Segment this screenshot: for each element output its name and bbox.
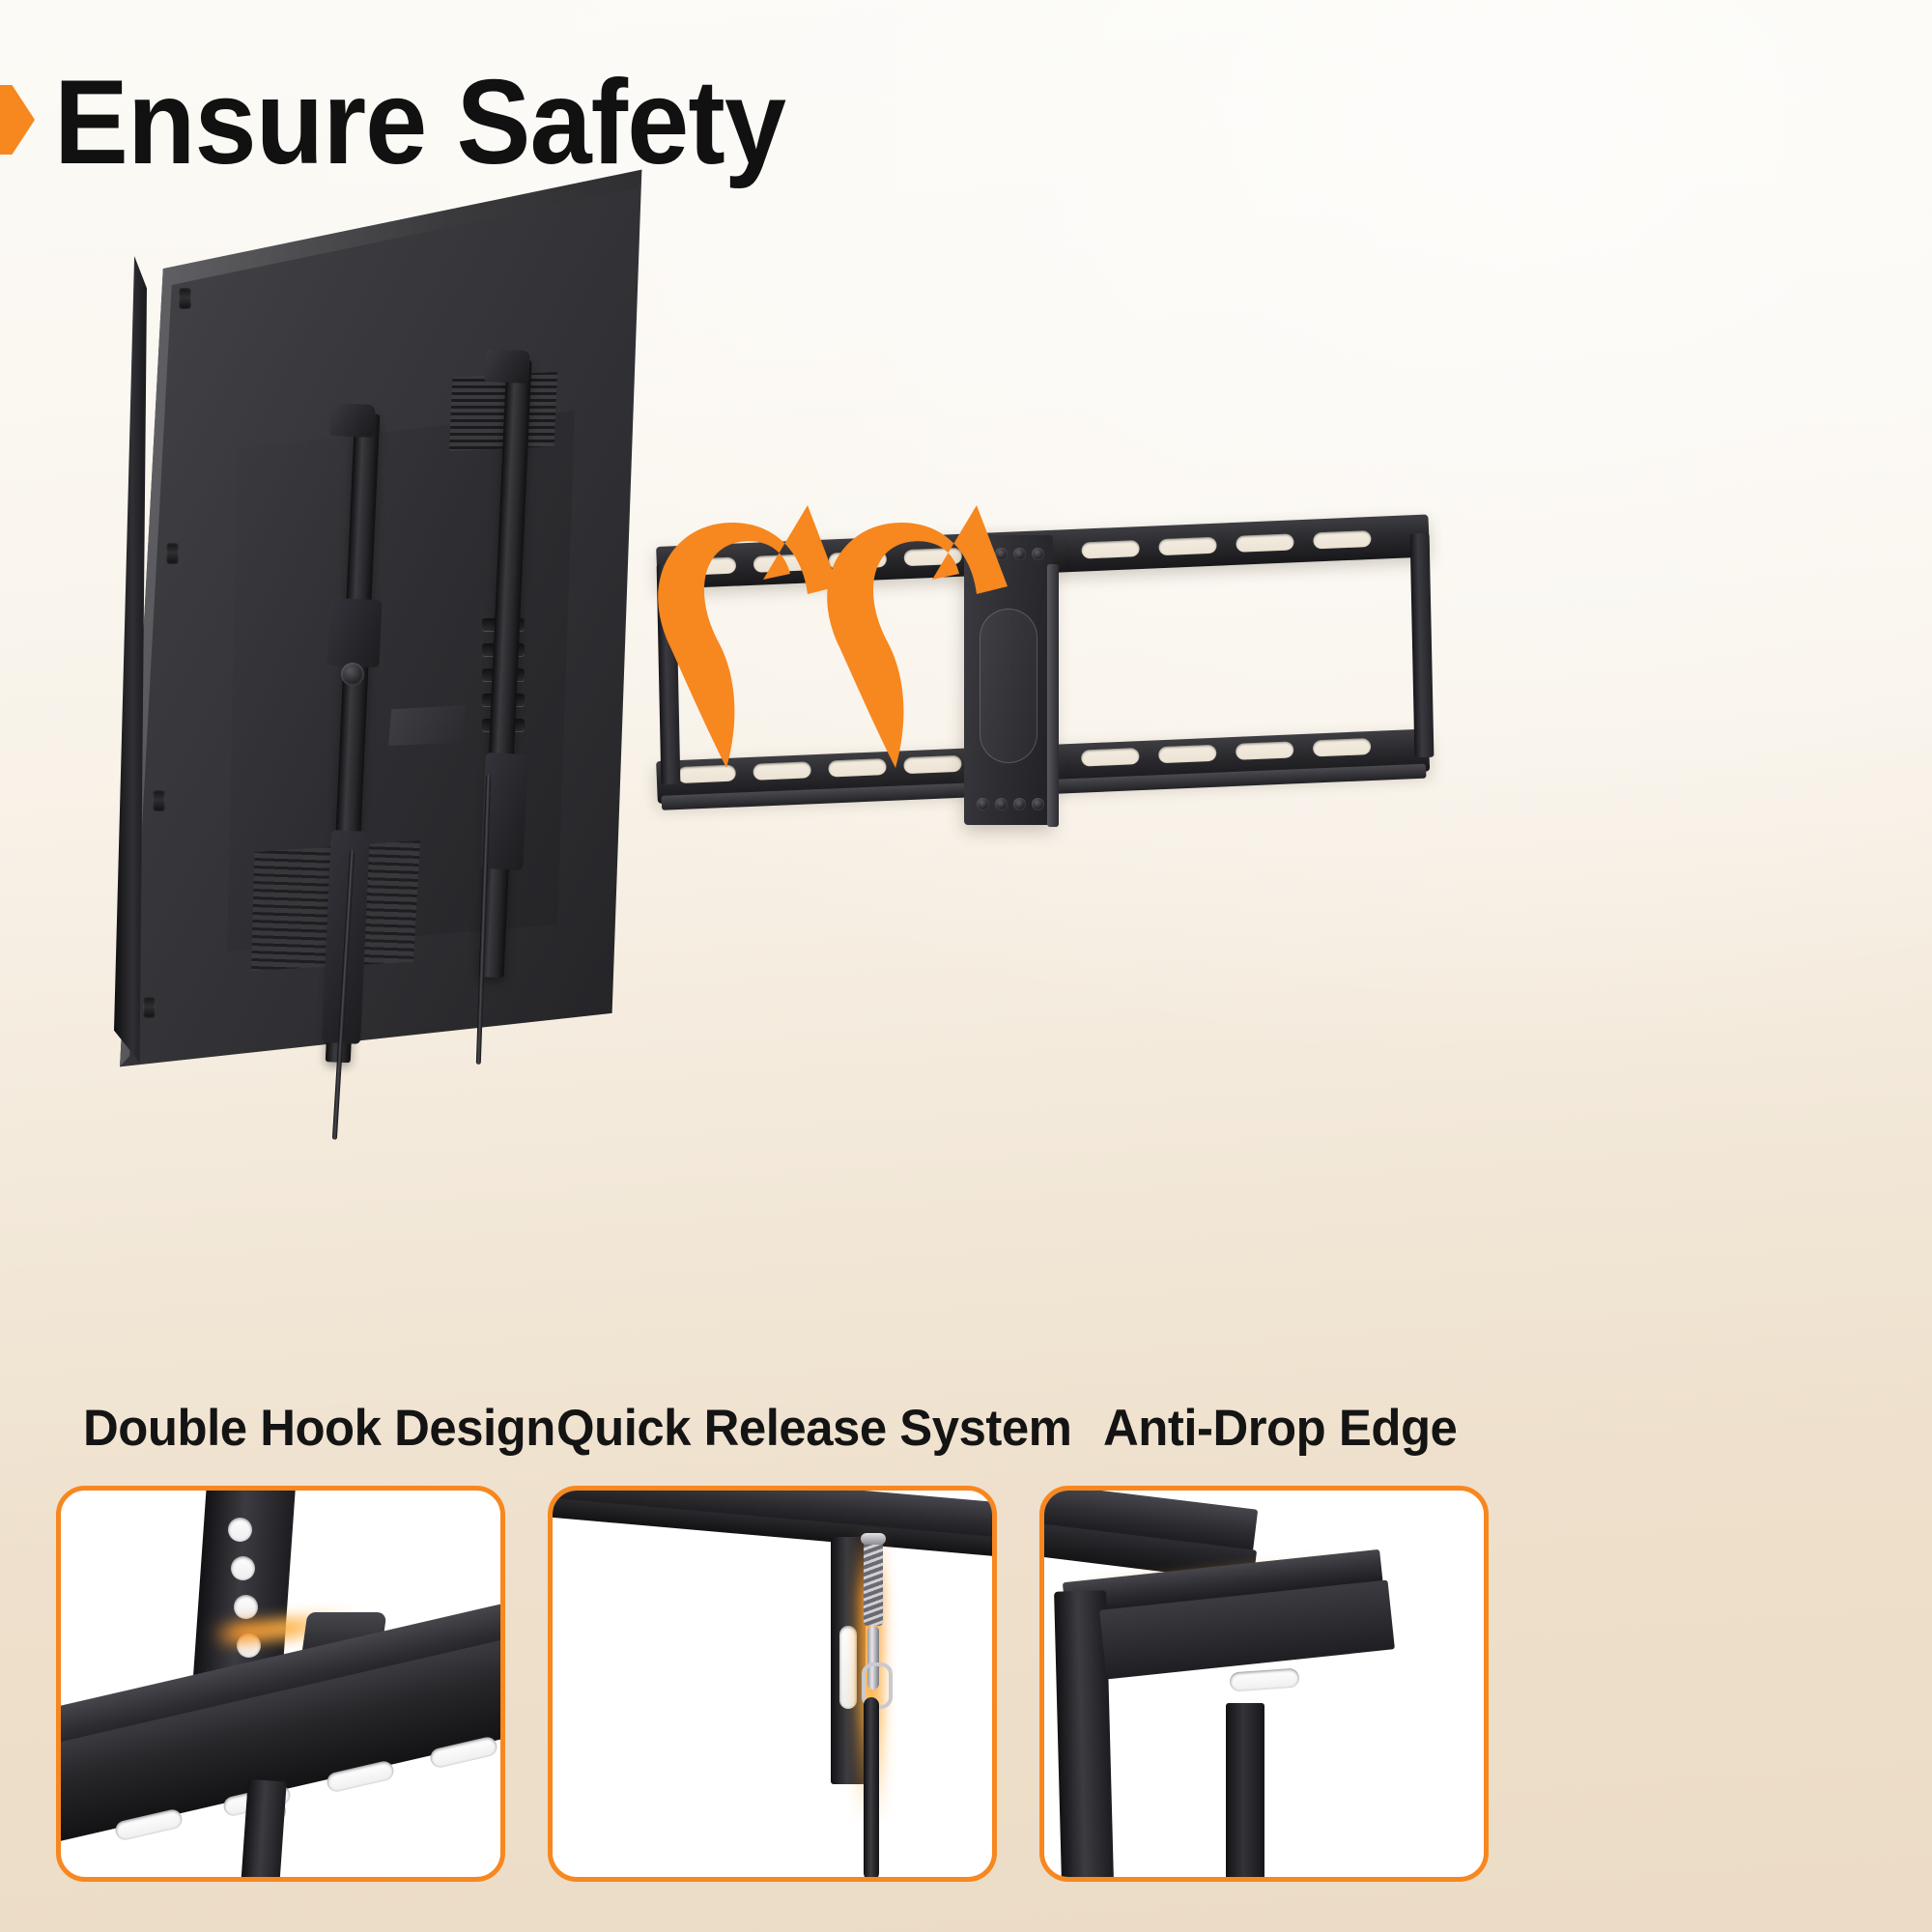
vesa-screw-hole bbox=[977, 798, 989, 810]
tv-screw bbox=[153, 790, 165, 811]
feature-caption-quick-release: Quick Release System bbox=[556, 1400, 1072, 1457]
tv-screw bbox=[143, 997, 156, 1018]
rail-slot bbox=[1312, 738, 1372, 757]
rail-slot bbox=[1313, 530, 1372, 550]
vesa-screw-hole bbox=[995, 798, 1008, 810]
rail-slot bbox=[1235, 741, 1294, 760]
edge-slot bbox=[1229, 1667, 1300, 1692]
arm-hole bbox=[234, 1595, 258, 1619]
page-header: Ensure Safety bbox=[0, 56, 1159, 189]
tv-arm-hook-left bbox=[329, 402, 376, 439]
vesa-slider-rail bbox=[1047, 564, 1059, 827]
tv-rear-view bbox=[106, 164, 705, 1140]
tv-screw bbox=[179, 288, 191, 309]
release-spring bbox=[864, 1541, 883, 1626]
vesa-emboss bbox=[980, 609, 1037, 763]
tv-arm-plate-left bbox=[327, 597, 383, 668]
bracket-right-upright bbox=[1409, 532, 1435, 758]
arm-hole bbox=[231, 1556, 255, 1580]
tv-arm-hook-right bbox=[484, 348, 530, 384]
vesa-screw-hole bbox=[1013, 798, 1026, 810]
rail-slot bbox=[1236, 533, 1294, 553]
tv-arm-bolt-left bbox=[341, 663, 364, 686]
feature-caption-anti-drop: Anti-Drop Edge bbox=[1103, 1400, 1458, 1457]
rail-slot bbox=[1158, 536, 1217, 556]
double-hook-design-panel bbox=[56, 1486, 505, 1882]
rail-slot bbox=[1157, 744, 1217, 764]
arm-hole bbox=[228, 1518, 252, 1542]
anti-drop-edge-panel bbox=[1039, 1486, 1489, 1882]
anti-drop-inner-wall bbox=[1226, 1703, 1264, 1877]
hook-on-arrow-right bbox=[827, 505, 1008, 768]
feature-caption-double-hook: Double Hook Design bbox=[83, 1400, 555, 1457]
plate-slot bbox=[839, 1626, 857, 1709]
page-title: Ensure Safety bbox=[54, 56, 786, 189]
tv-label-plate bbox=[388, 705, 466, 746]
spring-cap bbox=[861, 1533, 886, 1545]
vesa-screw-hole bbox=[1032, 798, 1044, 810]
quick-release-system-panel bbox=[548, 1486, 997, 1882]
vesa-screw-hole bbox=[1032, 548, 1044, 560]
hook-on-arrow-left bbox=[658, 505, 838, 768]
lower-arm bbox=[241, 1778, 287, 1877]
vesa-screw-hole bbox=[1013, 548, 1026, 560]
tv-screw bbox=[166, 543, 179, 564]
vesa-screw-hole bbox=[995, 548, 1008, 560]
orange-chevron-marker-icon bbox=[0, 85, 35, 155]
quick-release-cord bbox=[864, 1697, 879, 1877]
